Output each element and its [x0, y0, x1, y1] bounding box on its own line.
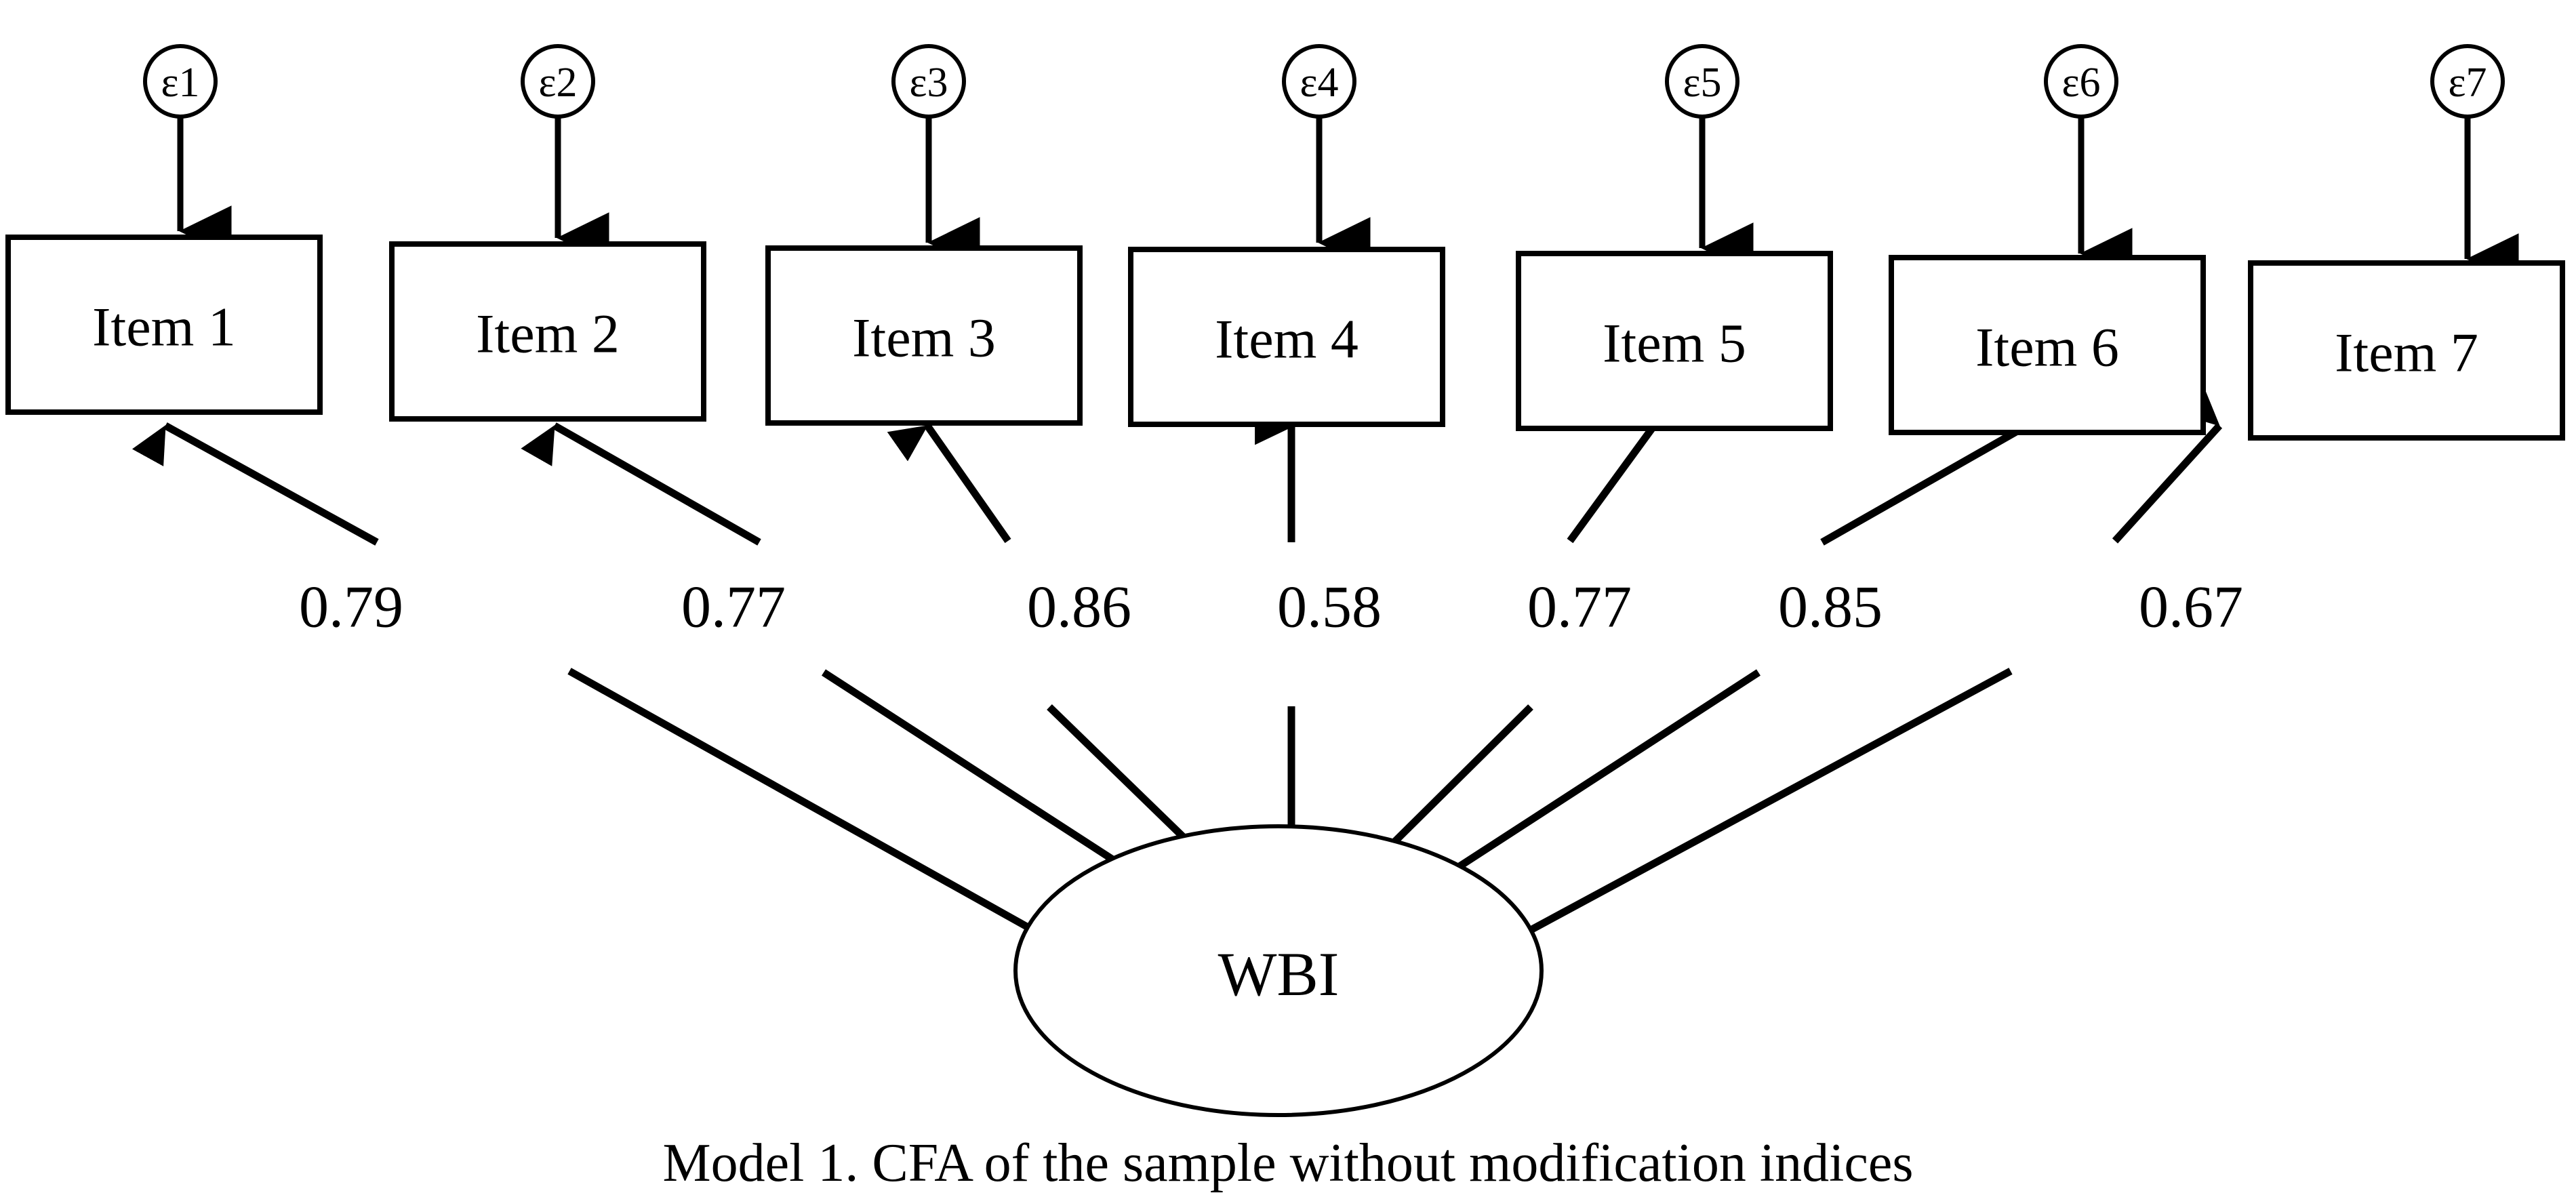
loading-label-6: 0.85: [1778, 575, 1883, 641]
item-node-1[interactable]: Item 1: [5, 235, 323, 415]
item-box-5[interactable]: [1516, 251, 1833, 431]
loading-label-5: 0.77: [1527, 575, 1632, 641]
item-node-5[interactable]: Item 5: [1516, 251, 1833, 431]
item-box-6[interactable]: [1889, 255, 2206, 435]
error-node-2[interactable]: ε2: [521, 44, 609, 264]
loading-label-1: 0.79: [299, 575, 403, 641]
item-box-1[interactable]: [5, 235, 323, 415]
loading-path-item-2: [521, 422, 1127, 871]
item-box-7[interactable]: [2248, 260, 2565, 441]
figure-caption: Model 1. CFA of the sample without modif…: [663, 1133, 1914, 1193]
error-label-6: ε6: [2061, 60, 2100, 106]
error-node-6[interactable]: ε6: [2044, 44, 2133, 279]
loading-path-item-6: [1455, 385, 2029, 871]
loading-label-2: 0.77: [681, 575, 786, 641]
error-node-1[interactable]: ε1: [143, 44, 232, 257]
loading-label-3: 0.86: [1027, 575, 1131, 641]
error-label-5: ε5: [1683, 60, 1721, 106]
error-label-3: ε3: [909, 60, 948, 106]
error-label-7: ε7: [2448, 60, 2487, 106]
item-box-4[interactable]: [1128, 247, 1445, 427]
error-node-5[interactable]: ε5: [1665, 44, 1754, 274]
item-box-2[interactable]: [389, 241, 706, 422]
loading-path-item-1: [132, 422, 1068, 952]
loading-label-7: 0.67: [2139, 575, 2243, 641]
item-node-7[interactable]: Item 7: [2248, 260, 2565, 441]
latent-factor-ellipse[interactable]: [1013, 824, 1544, 1117]
loading-path-item-7: [1495, 388, 2223, 952]
loading-path-item-3: [887, 423, 1192, 845]
item-label-6: Item 6: [1975, 317, 2119, 378]
error-node-3[interactable]: ε3: [891, 44, 980, 268]
error-circle-4[interactable]: [1282, 44, 1356, 119]
item-label-1: Item 1: [92, 296, 236, 358]
item-label-2: Item 2: [476, 303, 620, 365]
item-node-2[interactable]: Item 2: [389, 241, 706, 422]
error-circle-2[interactable]: [521, 44, 595, 119]
item-label-3: Item 3: [852, 307, 996, 369]
loading-label-4: 0.58: [1277, 575, 1382, 641]
error-label-2: ε2: [538, 60, 577, 106]
item-label-4: Item 4: [1215, 308, 1359, 370]
item-label-7: Item 7: [2335, 322, 2478, 384]
error-node-4[interactable]: ε4: [1282, 44, 1371, 268]
error-circle-3[interactable]: [891, 44, 966, 119]
error-label-4: ε4: [1300, 60, 1338, 106]
item-node-6[interactable]: Item 6: [1889, 255, 2206, 435]
error-circle-5[interactable]: [1665, 44, 1739, 119]
item-box-3[interactable]: [765, 245, 1083, 426]
item-node-3[interactable]: Item 3: [765, 245, 1083, 426]
error-circle-6[interactable]: [2044, 44, 2118, 119]
loading-path-item-5: [1391, 389, 1657, 845]
error-node-7[interactable]: ε7: [2430, 44, 2519, 285]
error-label-1: ε1: [161, 60, 199, 106]
error-circle-1[interactable]: [143, 44, 218, 119]
error-circle-7[interactable]: [2430, 44, 2505, 119]
item-label-5: Item 5: [1603, 312, 1746, 374]
item-node-4[interactable]: Item 4: [1128, 247, 1445, 427]
latent-factor-label: WBI: [1218, 939, 1340, 1009]
